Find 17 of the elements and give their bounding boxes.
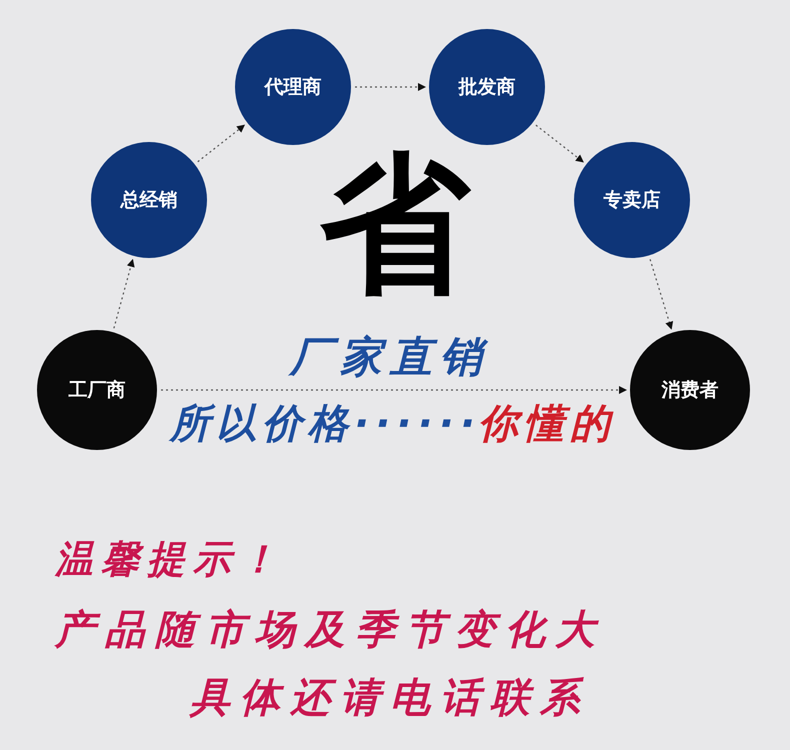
circle-label: 批发商 (458, 74, 516, 100)
dotted-arrow (355, 83, 426, 91)
dotted-arrow (536, 124, 584, 162)
dotted-arrow (197, 124, 245, 162)
notice-text: 具体还请电话联系 (190, 678, 590, 718)
dotted-arrow (161, 386, 627, 394)
circle-label: 代理商 (264, 74, 322, 100)
circle-label: 工厂商 (68, 378, 126, 403)
notice-text: 产品随市场及季节变化大 (55, 610, 605, 650)
dotted-arrow (113, 258, 135, 328)
circle-label: 消费者 (662, 378, 718, 403)
slogan-text: 厂家直销 (290, 336, 490, 378)
circle-label: 总经销 (120, 188, 178, 213)
big-character: 省 (319, 150, 472, 300)
dotted-arrow (650, 259, 674, 330)
notice-heading: 温馨提示！ (55, 540, 285, 578)
circle-label: 专卖店 (604, 188, 660, 213)
